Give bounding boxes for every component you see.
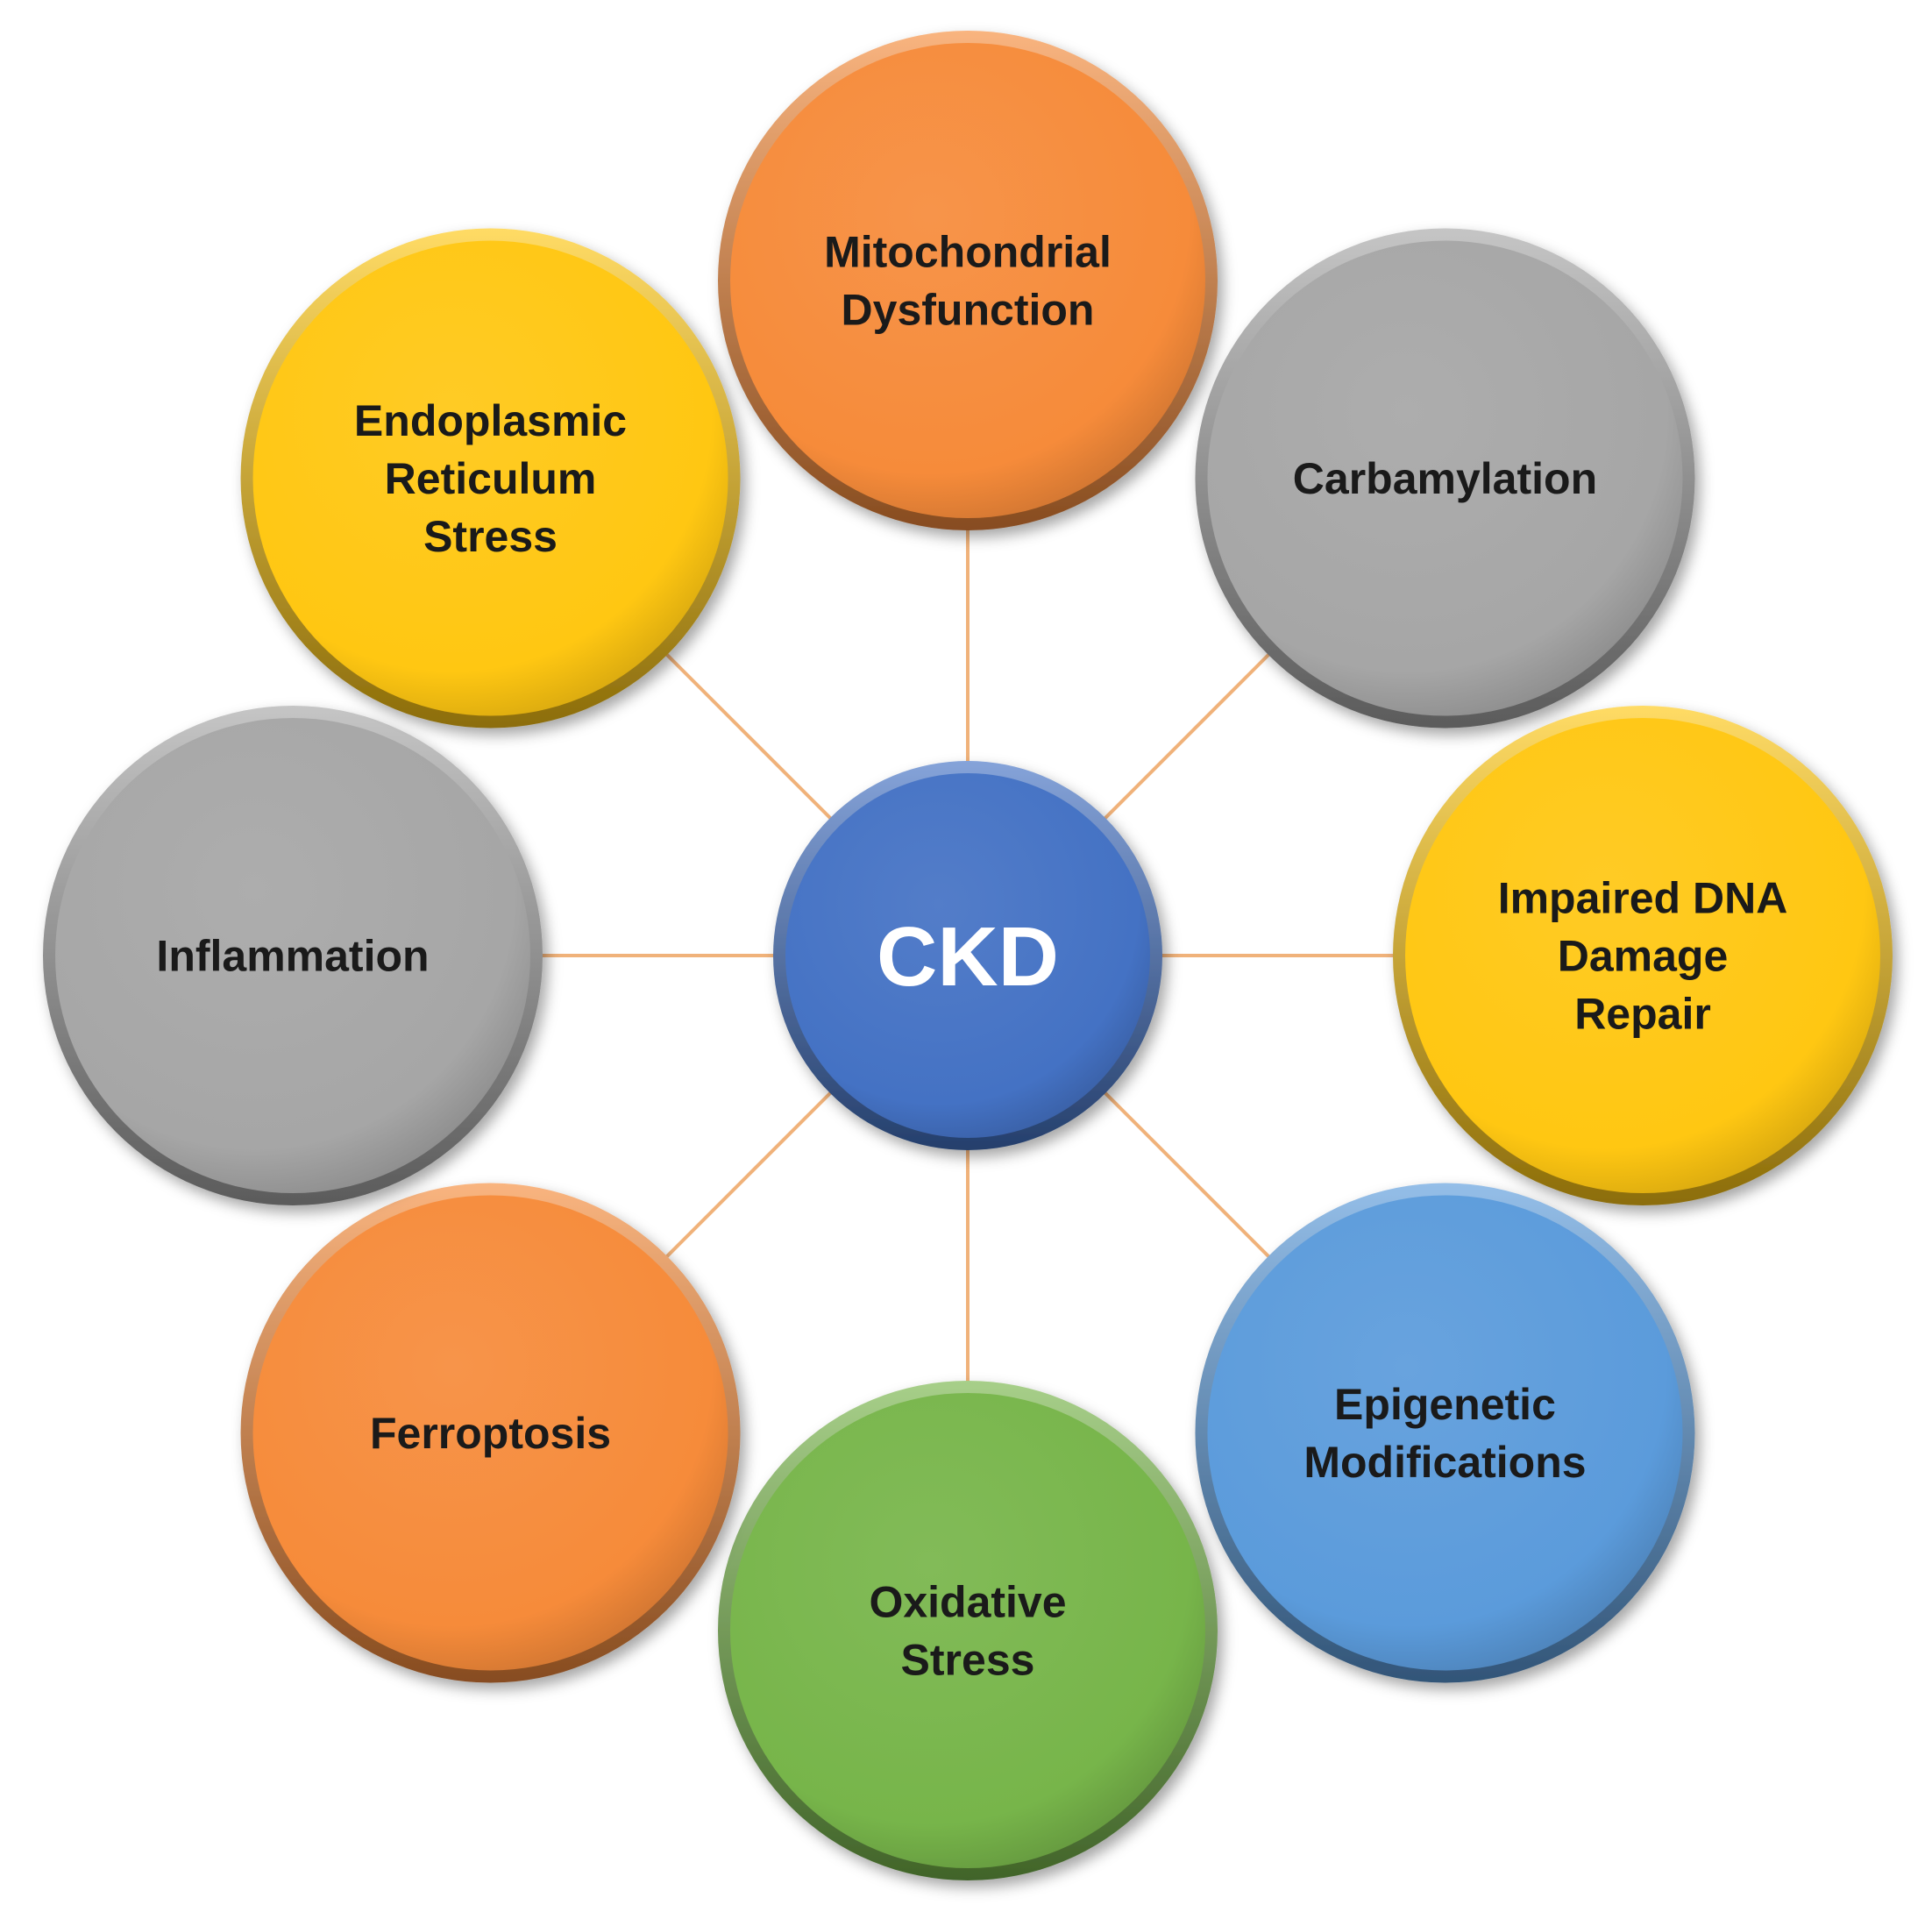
- connector-endoplasmic-reticulum-stress: [663, 650, 835, 822]
- connector-epigenetic-modifications: [1101, 1089, 1273, 1261]
- node-label-line: Impaired DNA: [1498, 874, 1788, 923]
- node-label-line: Stress: [423, 512, 558, 561]
- connectors: [539, 527, 1396, 1384]
- node-ferroptosis: Ferroptosis: [240, 1183, 741, 1683]
- node-label-line: Repair: [1574, 990, 1711, 1039]
- node-label-line: Carbamylation: [1293, 454, 1597, 503]
- node-carbamylation: Carbamylation: [1195, 228, 1695, 729]
- node-label-line: Modifications: [1303, 1438, 1586, 1487]
- node-label-line: Dysfunction: [842, 286, 1095, 335]
- node-label-line: Mitochondrial: [824, 228, 1112, 277]
- node-label-line: Epigenetic: [1334, 1380, 1556, 1429]
- node-label-line: Endoplasmic: [354, 396, 627, 445]
- node-label-line: Stress: [901, 1636, 1035, 1685]
- node-inflammation: Inflammation: [43, 706, 543, 1205]
- node-label-inflammation: Inflammation: [156, 932, 429, 981]
- node-label-line: Oxidative: [869, 1578, 1066, 1627]
- center-node: CKD: [773, 761, 1162, 1150]
- node-label-ferroptosis: Ferroptosis: [370, 1409, 611, 1458]
- node-label-line: Reticulum: [385, 454, 597, 503]
- node-label-line: Inflammation: [156, 932, 429, 981]
- node-label-line: Ferroptosis: [370, 1409, 611, 1458]
- connector-carbamylation: [1101, 650, 1273, 822]
- node-label-line: Damage: [1558, 932, 1729, 981]
- connector-ferroptosis: [663, 1089, 835, 1261]
- center-label: CKD: [877, 910, 1059, 1004]
- node-label-carbamylation: Carbamylation: [1293, 454, 1597, 503]
- center-bubble: CKD: [773, 761, 1162, 1150]
